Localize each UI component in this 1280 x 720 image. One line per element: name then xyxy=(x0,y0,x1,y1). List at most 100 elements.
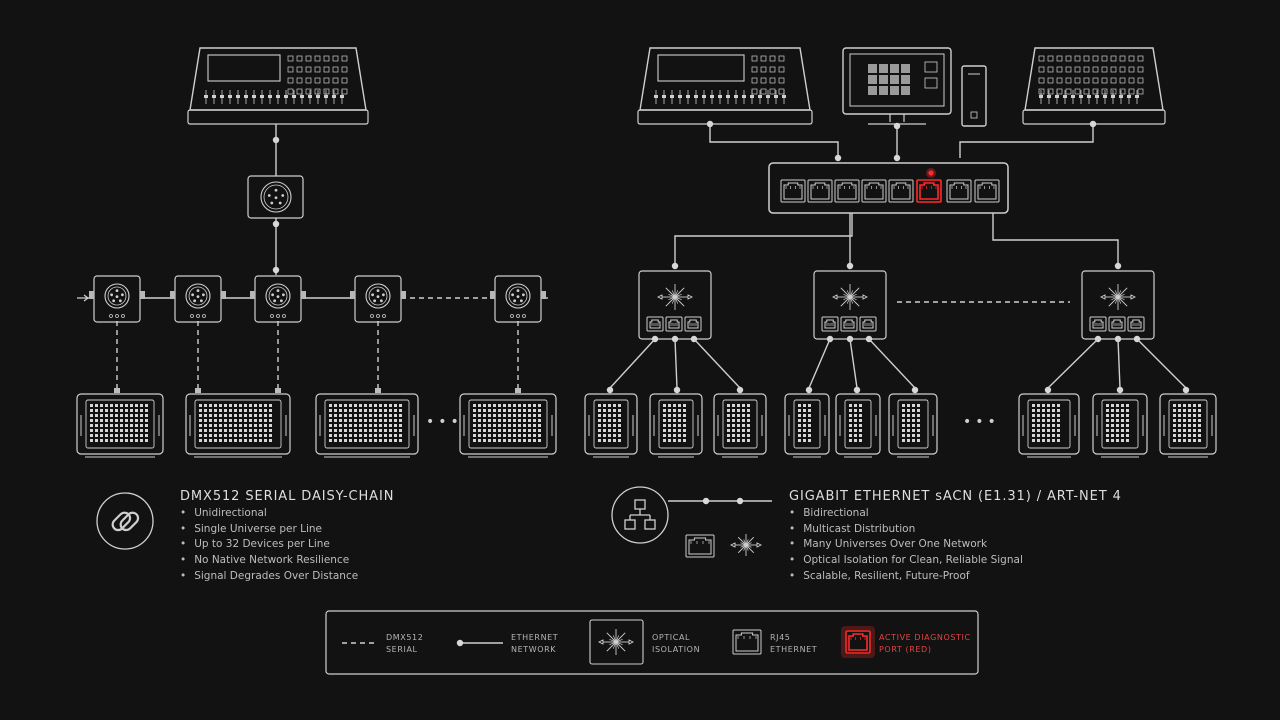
optical-isolation-icon xyxy=(656,284,694,310)
connection-node xyxy=(1044,386,1052,394)
led-fixture xyxy=(1092,393,1148,458)
rj45-port xyxy=(780,179,806,203)
ethernet-cable xyxy=(674,213,853,266)
computer-tower xyxy=(961,65,987,127)
rj45-port xyxy=(840,316,858,332)
dmx-splitter-node xyxy=(170,275,226,323)
dmx-splitter-node xyxy=(250,275,306,323)
connection-node xyxy=(893,154,901,162)
dmx-feature-item: Single Universe per Line xyxy=(180,522,358,538)
rj45-port xyxy=(1089,316,1107,332)
drop-terminal xyxy=(375,388,381,393)
ethernet-lighting-console xyxy=(637,47,813,125)
ethernet-cable xyxy=(849,338,858,389)
optical-isolation-icon xyxy=(597,629,635,655)
connection-node xyxy=(702,497,710,505)
rj45-port xyxy=(834,179,860,203)
ethernet-cable xyxy=(959,124,1094,158)
optical-ethernet-splitter xyxy=(1081,270,1155,340)
ethernet-cable xyxy=(1047,338,1099,389)
ethernet-switch xyxy=(768,162,1009,214)
connection-node xyxy=(606,386,614,394)
connection-node xyxy=(706,120,714,128)
playback-wing-console xyxy=(1022,47,1166,125)
connection-node xyxy=(272,220,280,228)
legend-box xyxy=(325,610,979,675)
connection-node xyxy=(671,262,679,270)
connection-node xyxy=(272,266,280,274)
ethernet-panel-title: GIGABIT ETHERNET sACN (E1.31) / ART-NET … xyxy=(789,489,1122,504)
rj45-port xyxy=(821,316,839,332)
ethernet-feature-item: Many Universes Over One Network xyxy=(789,537,1023,553)
ethernet-feature-item: Multicast Distribution xyxy=(789,522,1023,538)
connection-node xyxy=(1182,386,1190,394)
continuation-dots-left: ••• xyxy=(426,414,463,430)
rj45-port xyxy=(646,316,664,332)
connection-node xyxy=(805,386,813,394)
ethernet-cable xyxy=(992,213,1119,266)
ethernet-feature-list: Bidirectional Multicast Distribution Man… xyxy=(789,506,1023,584)
drop-terminal xyxy=(275,388,281,393)
ethernet-feature-item: Optical Isolation for Clean, Reliable Si… xyxy=(789,553,1023,569)
dmx-splitter-node xyxy=(89,275,145,323)
drop-terminal xyxy=(114,388,120,393)
rj45-port xyxy=(859,316,877,332)
ethernet-cable xyxy=(693,338,741,389)
connection-node xyxy=(893,122,901,130)
dmx-lighting-console xyxy=(187,47,369,125)
ethernet-cable xyxy=(808,338,831,389)
legend-optical-box xyxy=(589,619,644,665)
network-topology-icon xyxy=(611,486,669,544)
ethernet-cable xyxy=(1117,338,1121,389)
connection-node xyxy=(1116,386,1124,394)
dmx-panel-title: DMX512 SERIAL DAISY-CHAIN xyxy=(180,489,395,504)
optical-isolation-icon xyxy=(1099,284,1137,310)
connection-node xyxy=(673,386,681,394)
dmx-feature-item: No Native Network Resilience xyxy=(180,553,358,569)
led-fixture xyxy=(713,393,767,458)
optical-ethernet-splitter xyxy=(813,270,887,340)
dmx-feature-list: Unidirectional Single Universe per Line … xyxy=(180,506,358,584)
active-diagnostic-port xyxy=(916,179,942,203)
led-fixture xyxy=(1018,393,1080,458)
ethernet-cable xyxy=(609,338,656,389)
active-diagnostic-port xyxy=(845,630,871,654)
ethernet-feature-item: Scalable, Resilient, Future-Proof xyxy=(789,569,1023,585)
connection-node xyxy=(1114,262,1122,270)
status-led xyxy=(928,170,934,176)
rj45-port xyxy=(684,316,702,332)
optical-isolation-icon xyxy=(729,534,763,556)
dmx-input-arrow xyxy=(77,294,89,302)
rj45-port xyxy=(665,316,683,332)
rj45-port xyxy=(732,629,762,655)
dmx-splitter-node xyxy=(490,275,546,323)
dmx-feature-item: Up to 32 Devices per Line xyxy=(180,537,358,553)
rj45-port xyxy=(807,179,833,203)
rj45-port xyxy=(974,179,1000,203)
drop-terminal xyxy=(515,388,521,393)
dmx-splitter-node xyxy=(350,275,406,323)
legend-active-port xyxy=(841,626,875,658)
optical-ethernet-splitter xyxy=(638,270,712,340)
connection-node xyxy=(911,386,919,394)
connection-node xyxy=(736,497,744,505)
connection-node xyxy=(834,154,842,162)
connection-node xyxy=(846,262,854,270)
led-fixture xyxy=(185,393,291,458)
dmx-feature-item: Unidirectional xyxy=(180,506,358,522)
rj45-port xyxy=(1127,316,1145,332)
drop-terminal xyxy=(195,388,201,393)
rj45-port xyxy=(946,179,972,203)
rj45-port xyxy=(1108,316,1126,332)
rj45-port xyxy=(685,534,715,558)
led-fixture xyxy=(315,393,419,458)
rj45-port xyxy=(888,179,914,203)
led-fixture xyxy=(1159,393,1217,458)
led-fixture xyxy=(835,393,881,458)
led-fixture xyxy=(649,393,703,458)
led-fixture xyxy=(784,393,830,458)
